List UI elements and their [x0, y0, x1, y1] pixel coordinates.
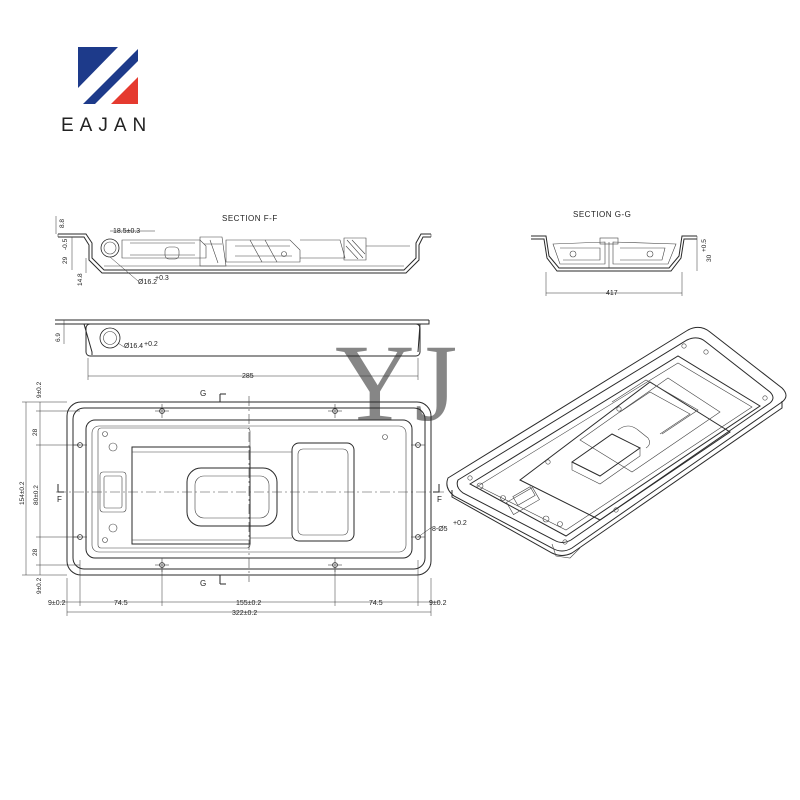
- dim-ff-depth-tol: -0.5: [62, 238, 69, 250]
- dim-gg-height: 30: [706, 254, 713, 262]
- section-ff-hole: [100, 238, 120, 258]
- section-gg-title: SECTION G-G: [573, 210, 631, 219]
- dim-side-hole-tol: +0.2: [144, 341, 158, 348]
- dim-side-thickness: 6.9: [55, 333, 62, 342]
- logo-red-triangle: [111, 77, 138, 104]
- dim-side-hole: Ø16.4: [124, 343, 143, 350]
- dim-ff-base: 14.8: [77, 273, 84, 286]
- iso-tray: [469, 355, 761, 537]
- dim-gg-width: 417: [606, 290, 618, 297]
- dim-plan-row-top: 28: [32, 428, 39, 436]
- section-ff-title: SECTION F-F: [222, 214, 278, 223]
- dim-plan-overall-height: 154±0.2: [19, 481, 26, 505]
- label-section-g-top: G: [200, 389, 206, 398]
- dim-plan-bottom-offset: 9±0.2: [36, 577, 43, 594]
- dim-plan-mount-tol: +0.2: [453, 520, 467, 527]
- iso-handle: [571, 433, 641, 477]
- label-section-f-right: F: [437, 495, 442, 504]
- dim-plan-right-edge: 9±0.2: [429, 600, 447, 607]
- section-ff-view: SECTION F-F 8.8 18.5±0.3 29 -0.5 14.8 Ø1…: [55, 214, 432, 286]
- plan-view: G G F F 9±0.2 28 154±0.2 80±0.2 28 9±0.2…: [19, 381, 467, 617]
- dim-ff-hole-tol: +0.3: [155, 275, 169, 282]
- plan-latch-plate: [131, 446, 251, 545]
- dim-plan-mount-holes: 8-Ø5: [432, 526, 448, 533]
- dim-plan-top-offset: 9±0.2: [36, 381, 43, 398]
- dim-plan-overall-width: 322±0.2: [232, 610, 257, 617]
- brand-logo: EAJAN: [61, 47, 152, 136]
- logo-blue-triangle-top: [78, 47, 118, 88]
- brand-name: EAJAN: [61, 115, 152, 136]
- label-section-g-bottom: G: [200, 579, 206, 588]
- dim-ff-top-left: 8.8: [59, 219, 66, 228]
- iso-flange: [446, 326, 787, 552]
- dim-plan-center-pitch: 155±0.2: [236, 600, 261, 607]
- side-view: 6.9 Ø16.4 +0.2 285: [55, 319, 430, 380]
- dim-ff-flange: 18.5±0.3: [113, 228, 140, 235]
- dim-plan-left-edge: 9±0.2: [48, 600, 66, 607]
- watermark-text: YJ: [335, 322, 457, 444]
- plan-handle: [186, 467, 278, 527]
- logo-blue-stripe: [83, 49, 138, 104]
- dim-side-length: 285: [242, 373, 254, 380]
- dim-plan-right-pitch: 74.5: [369, 600, 383, 607]
- dim-plan-row-bottom: 28: [32, 548, 39, 556]
- dim-plan-left-pitch: 74.5: [114, 600, 128, 607]
- section-gg-view: SECTION G-G 30 +0.5 417: [531, 210, 713, 297]
- dim-ff-depth: 29: [62, 256, 69, 264]
- dim-plan-middle: 80±0.2: [33, 485, 40, 505]
- isometric-view: [446, 326, 787, 559]
- dim-ff-hole: Ø16.2: [138, 279, 157, 286]
- label-section-f-left: F: [57, 495, 62, 504]
- iso-latch-plate: [519, 381, 731, 521]
- dim-gg-height-tol: +0.5: [701, 239, 708, 252]
- side-view-hole: [99, 327, 121, 349]
